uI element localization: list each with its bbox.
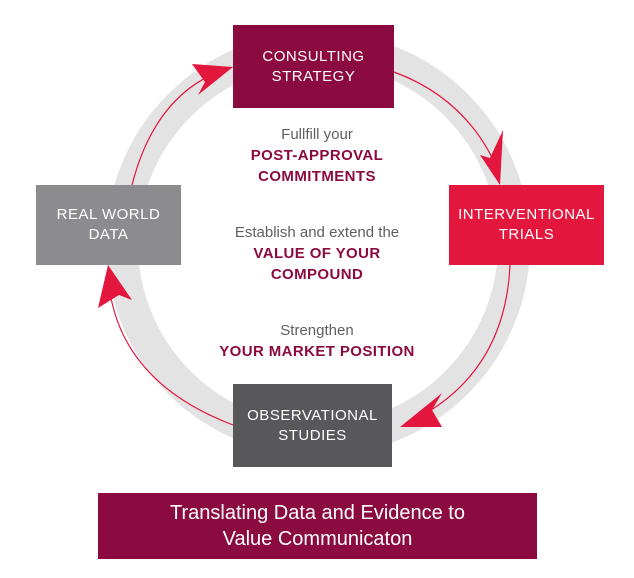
message-market-position-lead: Strengthen (280, 322, 354, 339)
message-market-position: Strengthen YOUR MARKET POSITION (170, 321, 464, 362)
arrowhead-interventional-to-observational-icon (400, 393, 442, 427)
arrowhead-realworld-to-consulting-icon (192, 64, 233, 95)
message-post-approval: Fullfill your POST-APPROVAL COMMITMENTS (170, 125, 464, 187)
arrow-observational-to-realworld (107, 274, 234, 426)
node-consulting-strategy-label: CONSULTING STRATEGY (262, 47, 365, 85)
message-value-compound-lead: Establish and extend the (234, 224, 400, 241)
node-observational-studies-label: OBSERVATIONAL STUDIES (247, 406, 378, 444)
node-real-world-data: REAL WORLD DATA (36, 185, 181, 265)
node-interventional-trials-label: INTERVENTIONAL TRIALS (458, 206, 595, 243)
node-real-world-data-label: REAL WORLD DATA (56, 206, 161, 243)
message-market-position-emphasis: YOUR MARKET POSITION (219, 343, 415, 360)
node-interventional-trials: INTERVENTIONAL TRIALS (449, 185, 604, 265)
footer-banner-text: Translating Data and Evidence to Value C… (170, 502, 465, 550)
message-post-approval-emphasis: POST-APPROVAL COMMITMENTS (250, 147, 384, 185)
message-value-compound-emphasis: VALUE OF YOUR COMPOUND (253, 245, 381, 283)
message-value-compound: Establish and extend the VALUE OF YOUR C… (170, 223, 464, 285)
node-observational-studies: OBSERVATIONAL STUDIES (233, 384, 392, 467)
arrowhead-consulting-to-interventional-icon (480, 130, 503, 185)
node-consulting-strategy: CONSULTING STRATEGY (233, 25, 394, 108)
arrowhead-observational-to-realworld-icon (98, 265, 132, 308)
footer-banner: Translating Data and Evidence to Value C… (98, 493, 537, 559)
message-post-approval-lead: Fullfill your (281, 126, 353, 143)
